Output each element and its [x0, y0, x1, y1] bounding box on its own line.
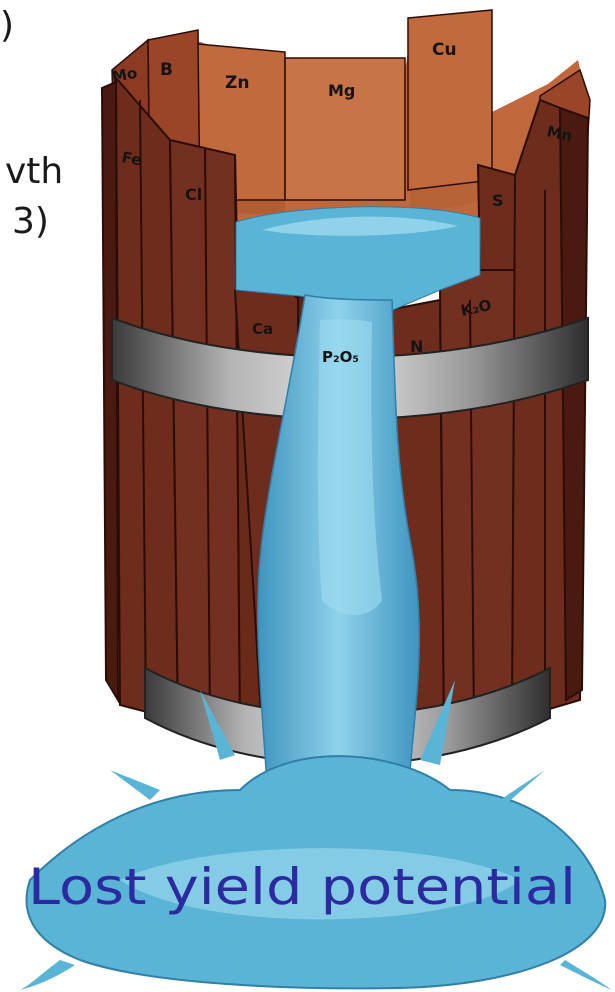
- stave-label-fe: Fe: [120, 148, 143, 169]
- stave-label-cu: Cu: [432, 40, 457, 60]
- stave-label-mg: Mg: [328, 81, 355, 100]
- stave-label-n: N: [410, 337, 423, 356]
- stave-label-s: S: [492, 191, 504, 210]
- stave-label-p2o5: P₂O₅: [322, 348, 359, 366]
- stave-label-cl: Cl: [185, 185, 202, 204]
- stave-label-zn: Zn: [225, 73, 249, 93]
- stave-label-b: B: [160, 60, 173, 80]
- caption-lost-yield-potential: Lost yield potential: [28, 858, 576, 916]
- stave-label-ca: Ca: [252, 320, 273, 338]
